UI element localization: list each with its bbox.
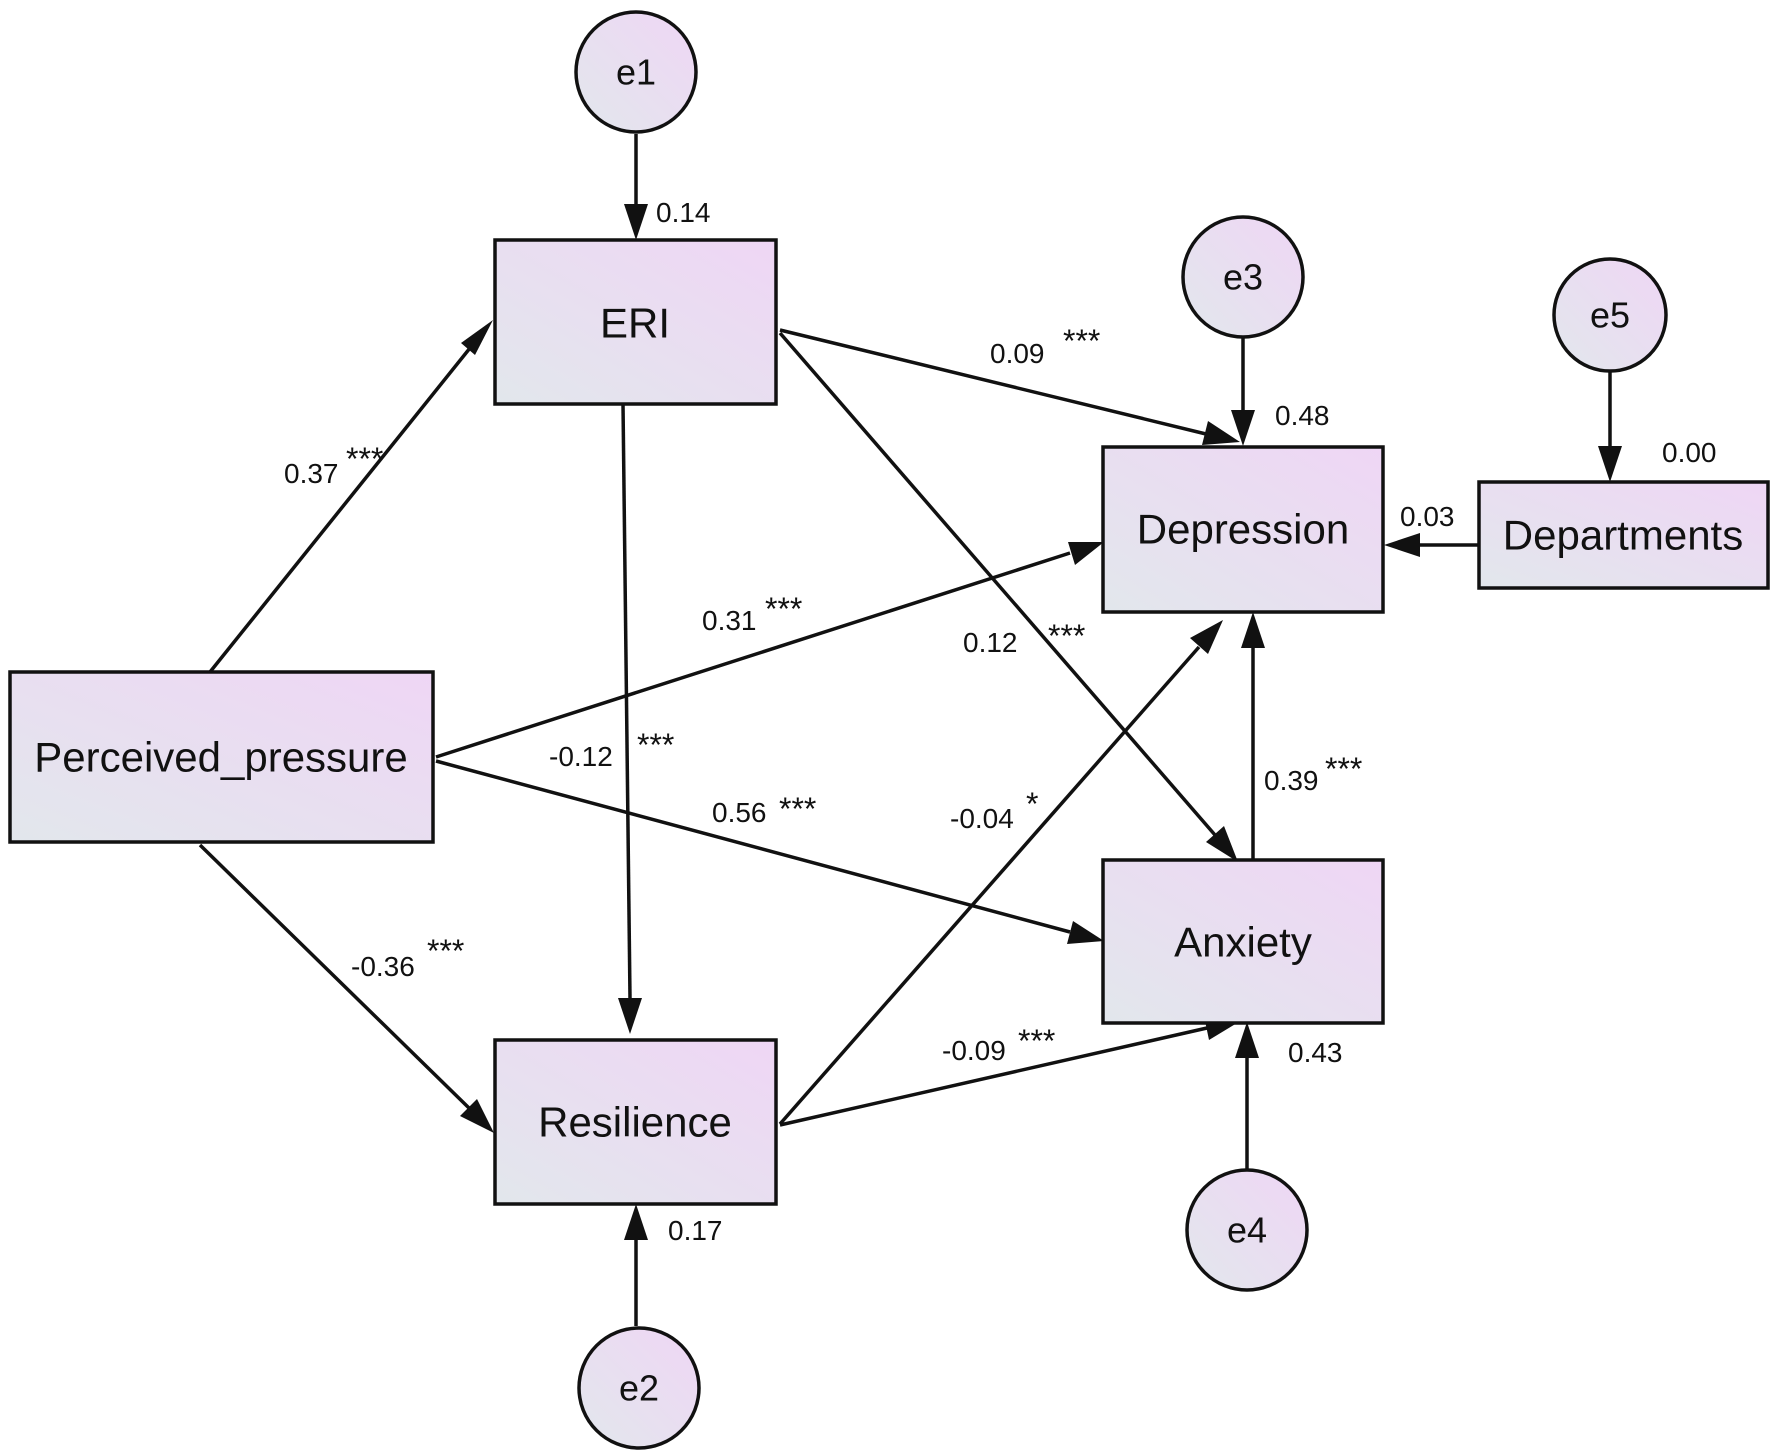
- coef-eri-resilience: -0.12 ***: [549, 727, 674, 772]
- r2-depression: 0.48: [1275, 400, 1330, 431]
- depression-label: Depression: [1137, 506, 1349, 553]
- node-e4: e4: [1185, 1168, 1309, 1292]
- coef-pp-anxiety-sig: ***: [779, 791, 816, 827]
- coef-resilience-anxiety-sig: ***: [1018, 1023, 1055, 1059]
- node-anxiety: Anxiety: [1101, 858, 1385, 1025]
- coef-pp-eri: 0.37 ***: [284, 441, 383, 489]
- path-resilience-depression: [778, 620, 1223, 1126]
- path-anxiety-depression: [1241, 612, 1265, 860]
- coef-anxiety-depression: 0.39 ***: [1264, 751, 1362, 796]
- eri-label: ERI: [600, 300, 670, 347]
- path-coefficients: 0.37 *** 0.31 *** 0.56 *** -0.36 *** 0.0…: [284, 323, 1455, 1066]
- coef-resilience-anxiety: -0.09 ***: [942, 1023, 1055, 1066]
- coef-resilience-anxiety-value: -0.09: [942, 1035, 1006, 1066]
- e5-label: e5: [1590, 295, 1630, 336]
- coef-pp-eri-sig: ***: [346, 441, 383, 477]
- anxiety-label: Anxiety: [1174, 919, 1312, 966]
- coef-pp-anxiety: 0.56 ***: [712, 791, 816, 828]
- perceived-pressure-label: Perceived_pressure: [34, 734, 408, 781]
- path-e5-departments: [1598, 364, 1622, 482]
- path-pp-depression: [435, 542, 1104, 759]
- path-pp-resilience: [198, 843, 494, 1133]
- node-depression: Depression: [1101, 445, 1385, 614]
- coef-eri-depression-sig: ***: [1063, 323, 1100, 359]
- e3-label: e3: [1223, 257, 1263, 298]
- coef-departments-depression: 0.03: [1400, 501, 1455, 532]
- coef-eri-depression: 0.09 ***: [990, 323, 1100, 369]
- node-e3: e3: [1181, 215, 1305, 339]
- path-e1-eri: [624, 134, 648, 240]
- coef-eri-anxiety-value: 0.12: [963, 627, 1018, 658]
- node-e1: e1: [574, 10, 698, 134]
- coef-eri-anxiety-sig: ***: [1048, 618, 1085, 654]
- r2-resilience: 0.17: [668, 1215, 723, 1246]
- resilience-label: Resilience: [538, 1099, 732, 1146]
- path-eri-resilience: [618, 403, 642, 1034]
- coef-resilience-depression-sig: *: [1026, 786, 1038, 822]
- coef-pp-anxiety-value: 0.56: [712, 797, 767, 828]
- coef-resilience-depression: -0.04 *: [950, 786, 1038, 834]
- coef-pp-eri-value: 0.37: [284, 458, 339, 489]
- node-e2: e2: [577, 1326, 701, 1450]
- coef-pp-depression-value: 0.31: [702, 605, 757, 636]
- node-resilience: Resilience: [493, 1038, 778, 1206]
- r2-departments: 0.00: [1662, 437, 1717, 468]
- node-eri: ERI: [493, 238, 778, 406]
- coef-pp-depression-sig: ***: [765, 591, 802, 627]
- path-pp-anxiety: [435, 759, 1104, 944]
- path-resilience-anxiety: [779, 1016, 1242, 1127]
- path-eri-depression: [779, 328, 1240, 445]
- path-departments-depression: [1384, 533, 1479, 557]
- path-e3-depression: [1231, 337, 1255, 446]
- node-perceived-pressure: Perceived_pressure: [8, 670, 435, 844]
- coef-departments-depression-value: 0.03: [1400, 501, 1455, 532]
- node-departments: Departments: [1477, 480, 1770, 590]
- path-eri-anxiety: [778, 331, 1238, 862]
- coef-pp-resilience-value: -0.36: [351, 951, 415, 982]
- coef-anxiety-depression-sig: ***: [1325, 751, 1362, 787]
- error-terms: e1 e2 e3 e4 e5: [574, 10, 1668, 1450]
- path-pp-eri: [208, 320, 493, 674]
- coef-anxiety-depression-value: 0.39: [1264, 765, 1319, 796]
- edges: [198, 134, 1622, 1326]
- e4-label: e4: [1227, 1210, 1267, 1251]
- e1-label: e1: [616, 52, 656, 93]
- observed-variables: Perceived_pressure ERI Resilience Depres…: [8, 238, 1770, 1206]
- r2-anxiety: 0.43: [1288, 1037, 1343, 1068]
- coef-eri-resilience-sig: ***: [637, 727, 674, 763]
- coef-eri-depression-value: 0.09: [990, 338, 1045, 369]
- departments-label: Departments: [1503, 512, 1743, 559]
- r2-eri: 0.14: [656, 197, 711, 228]
- coef-resilience-depression-value: -0.04: [950, 803, 1014, 834]
- path-e2-resilience: [624, 1204, 648, 1326]
- node-e5: e5: [1552, 257, 1668, 373]
- coef-eri-anxiety: 0.12 ***: [963, 618, 1085, 658]
- e2-label: e2: [619, 1368, 659, 1409]
- path-e4-anxiety: [1235, 1022, 1259, 1170]
- coef-pp-resilience: -0.36 ***: [351, 933, 464, 982]
- coef-pp-resilience-sig: ***: [427, 933, 464, 969]
- coef-eri-resilience-value: -0.12: [549, 741, 613, 772]
- coef-pp-depression: 0.31 ***: [702, 591, 802, 636]
- r-squared-labels: 0.14 0.17 0.48 0.43 0.00: [656, 197, 1717, 1246]
